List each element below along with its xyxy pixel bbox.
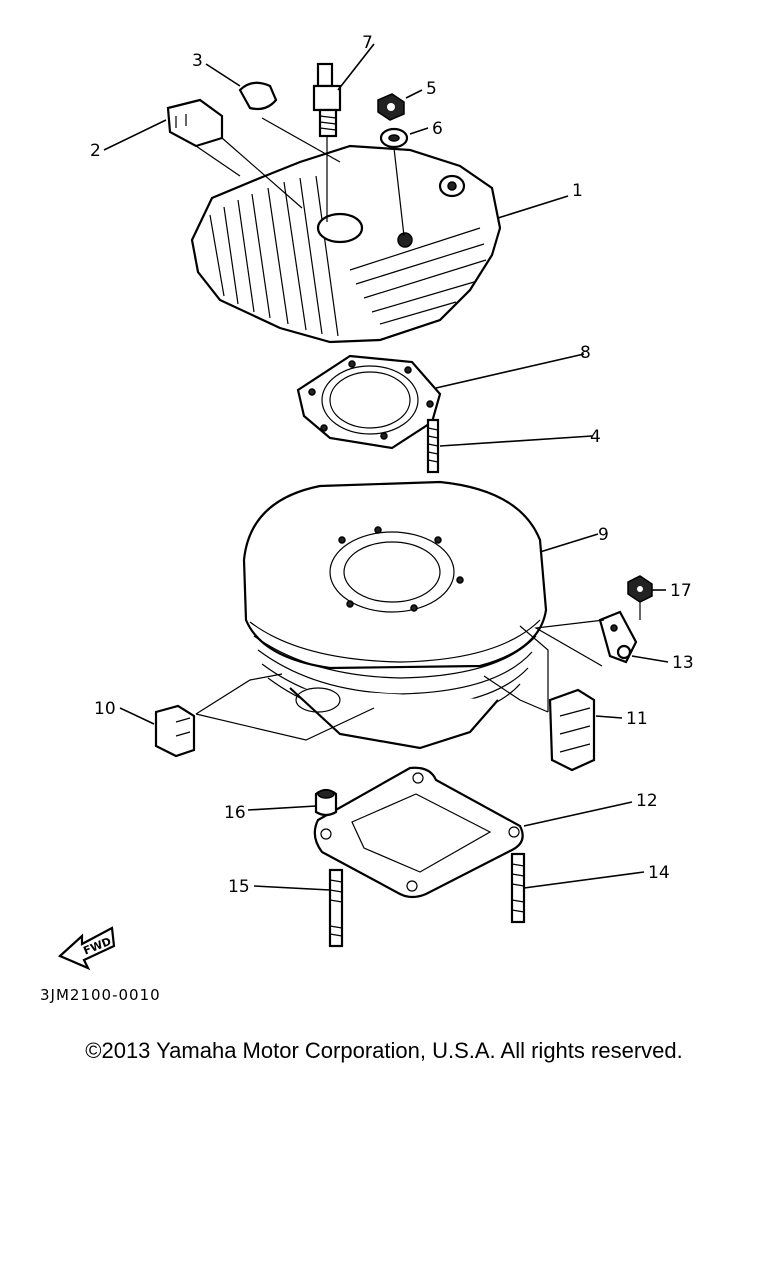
callout-11: 11: [626, 709, 648, 729]
callout-7: 7: [362, 33, 373, 53]
washer-part-6: [379, 127, 409, 149]
callout-labels: 1 2 3 4 5 6 7 8 9 10 11 12 13 14 15 16 1…: [90, 33, 694, 897]
damper-part-11: [548, 688, 596, 772]
damper-part-10: [154, 704, 196, 758]
cylinder-head-part: [190, 144, 502, 344]
drawing-code: 3JM2100-0010: [40, 986, 161, 1004]
callout-9: 9: [598, 525, 609, 545]
damper-part-2: [166, 98, 224, 148]
spark-plug-part-7: [312, 62, 342, 138]
callout-6: 6: [432, 119, 443, 139]
exploded-parts-diagram: 1 2 3 4 5 6 7 8 9 10 11 12 13 14 15 16 1…: [40, 33, 694, 1004]
callout-1: 1: [572, 181, 583, 201]
cylinder-part: [242, 480, 548, 750]
callout-14: 14: [648, 863, 670, 883]
stud-part-14: [510, 852, 526, 924]
callout-2: 2: [90, 141, 101, 161]
callout-4: 4: [590, 427, 601, 447]
bracket-part-13: [598, 610, 638, 664]
cap-part-3: [238, 81, 278, 111]
callout-3: 3: [192, 51, 203, 71]
dowel-part-16: [314, 788, 338, 817]
leader-lines: [103, 43, 669, 891]
callout-5: 5: [426, 79, 437, 99]
callout-8: 8: [580, 343, 591, 363]
callout-15: 15: [228, 877, 250, 897]
callout-12: 12: [636, 791, 658, 811]
callout-10: 10: [94, 699, 116, 719]
callout-16: 16: [224, 803, 246, 823]
copyright-notice: ©2013 Yamaha Motor Corporation, U.S.A. A…: [85, 1038, 683, 1063]
fwd-arrow-icon: FWD: [57, 926, 116, 971]
stud-part-4: [426, 418, 440, 474]
callout-13: 13: [672, 653, 694, 673]
nut-part-17: [627, 575, 653, 603]
head-gasket-part: [296, 354, 442, 450]
callout-17: 17: [670, 581, 692, 601]
nut-part-5: [377, 93, 405, 121]
base-gasket-part: [313, 766, 524, 899]
stud-part-15: [328, 868, 344, 948]
